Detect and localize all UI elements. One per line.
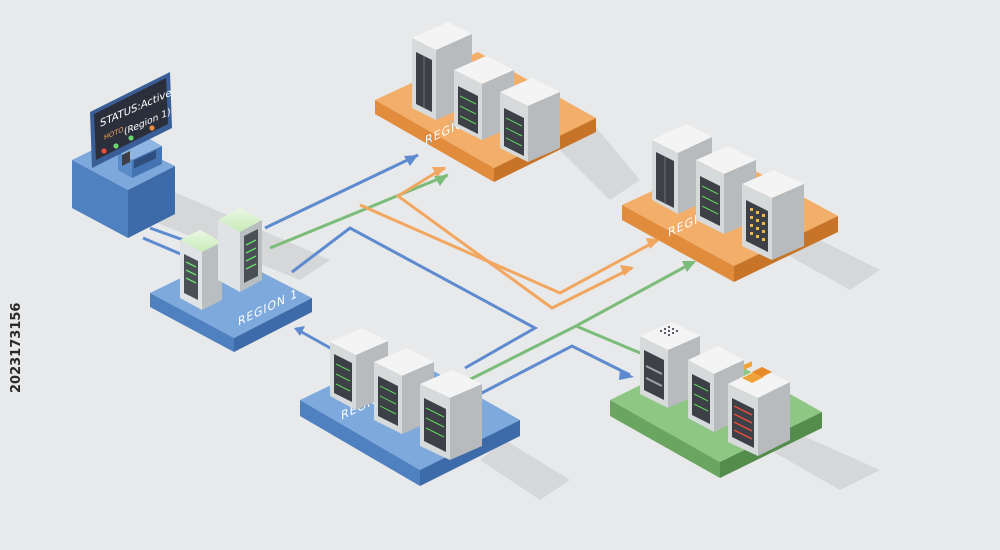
status-light-red (101, 148, 107, 154)
platform-blue-region2: REGION 2 (300, 328, 520, 486)
status-light-green-1 (113, 143, 119, 149)
server-blue2-c (420, 370, 482, 460)
arrow-blue-to-orange-region1 (264, 153, 419, 230)
arrow-orange-2 (395, 173, 633, 310)
platform-blue-region1: REGION 1 (150, 208, 312, 352)
status-light-green-2 (128, 135, 134, 141)
server-orange2-b (696, 146, 756, 234)
status-light-orange (149, 125, 155, 131)
stock-id-text: 2023173156 (9, 303, 24, 393)
arrow-green-to-green-platform (575, 324, 646, 357)
arrow-blue-to-green-platform (477, 344, 631, 397)
server-orange2-c (742, 170, 804, 260)
server-green-c (728, 361, 790, 456)
platform-orange-region2: REGION 2 (622, 124, 838, 282)
arrow-green-to-orange-region1 (269, 173, 449, 250)
arrow-blue-route (291, 226, 539, 370)
server-orange1-c (500, 78, 560, 162)
arrow-blue-into-region1 (297, 328, 333, 351)
platform-green (610, 322, 822, 478)
platform-orange-region1: REGION 1 (375, 22, 596, 182)
connection-arrows (142, 153, 696, 397)
arrow-orange-1 (359, 203, 659, 295)
monitor-station: STATUS:Active HOTO (Region 1) (72, 72, 175, 238)
server-active-2 (218, 208, 262, 292)
status-monitor: STATUS:Active HOTO (Region 1) (90, 72, 172, 168)
server-active-1 (180, 230, 222, 310)
